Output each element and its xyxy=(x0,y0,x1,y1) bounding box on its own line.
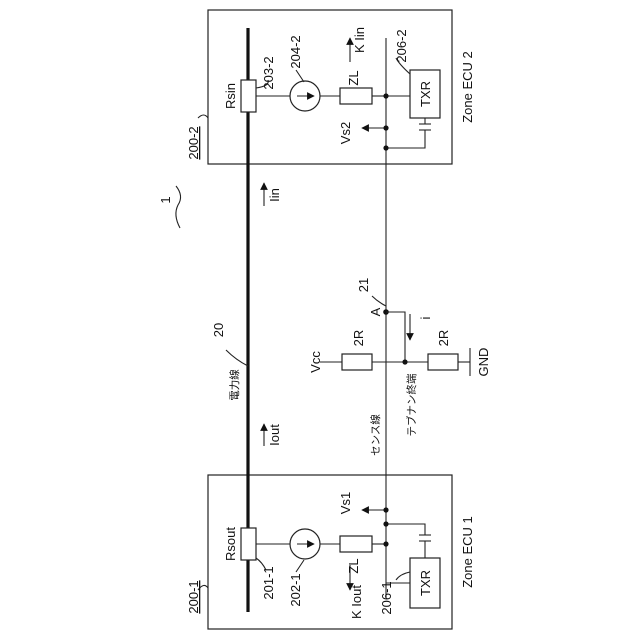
ecu2-k-label: K Iin xyxy=(352,27,367,53)
gnd-resistor xyxy=(428,354,458,370)
ecu1-txr-ref: 206-1 xyxy=(379,581,394,614)
ecu1-vs-label: Vs1 xyxy=(338,492,353,514)
gnd-label: GND xyxy=(476,348,491,377)
ecu1-rs-ref: 201-1 xyxy=(261,566,276,599)
system-ref: 1 xyxy=(158,196,173,203)
sense-line-jp: センス線 xyxy=(369,414,382,456)
vcc-resistor-label: 2R xyxy=(351,330,366,347)
ecu1-ref: 200-1 xyxy=(186,580,201,613)
ecu2-zl-resistor xyxy=(340,88,372,104)
ecu2-name: Zone ECU 2 xyxy=(460,51,475,123)
ecu2-ref-leader xyxy=(198,115,208,118)
ecu2-txr-label: TXR xyxy=(418,81,433,107)
termination-jp: テブナン終端 xyxy=(405,373,418,436)
ecu2-junction-3 xyxy=(383,145,388,150)
ecu2-junction-1 xyxy=(383,93,388,98)
iin-label: Iin xyxy=(267,188,282,202)
ecu2-shunt-resistor xyxy=(241,80,256,112)
ecu1-shunt-resistor xyxy=(241,528,256,560)
ecu2-ref: 200-2 xyxy=(186,126,201,159)
ecu2-rs-ref: 203-2 xyxy=(261,56,276,89)
system-ref-leader xyxy=(176,186,181,228)
ecu1-junction-1 xyxy=(383,507,388,512)
ecu1-junction-2 xyxy=(383,521,388,526)
ecu1-k-label: K Iout xyxy=(349,585,364,619)
iout-label: Iout xyxy=(267,424,282,446)
ecu1-zl-label: ZL xyxy=(346,558,361,573)
sense-line-ref: 21 xyxy=(356,278,371,292)
termination-junction xyxy=(402,359,407,364)
ecu2-junction-2 xyxy=(383,125,388,130)
ecu1-name: Zone ECU 1 xyxy=(460,516,475,588)
termination-drop xyxy=(386,312,405,362)
vcc-label: Vcc xyxy=(308,351,323,373)
power-line-leader xyxy=(226,350,248,366)
ecu1-zl-resistor xyxy=(340,536,372,552)
ecu2-vs-label: Vs2 xyxy=(338,122,353,144)
gnd-resistor-label: 2R xyxy=(436,330,451,347)
ecu1-junction-3 xyxy=(383,541,388,546)
ecu1-rs-label: Rsout xyxy=(223,527,238,561)
ecu2-cs-ref: 204-2 xyxy=(288,35,303,68)
power-line-jp: 電力線 xyxy=(228,369,241,401)
vcc-resistor xyxy=(342,354,372,370)
node-a-label: A xyxy=(368,307,383,316)
ecu2-zl-label: ZL xyxy=(346,70,361,85)
ecu1-txr-label: TXR xyxy=(418,570,433,596)
power-line-ref: 20 xyxy=(211,323,226,337)
sense-line-leader xyxy=(372,296,386,306)
ecu2-txr-ref: 206-2 xyxy=(394,29,409,62)
current-i-label: i xyxy=(418,316,433,319)
ecu1-cs-ref: 202-1 xyxy=(288,573,303,606)
ecu2-rs-label: Rsin xyxy=(223,83,238,109)
